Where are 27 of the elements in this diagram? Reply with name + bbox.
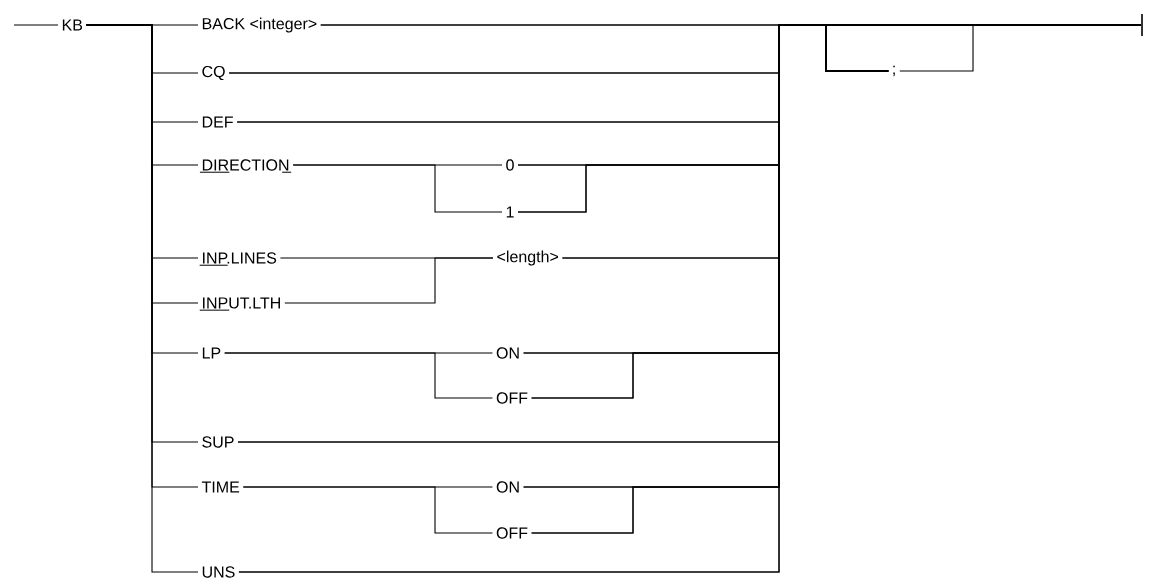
connector-line bbox=[238, 24, 889, 573]
syntax-keyword: DEF bbox=[202, 116, 233, 128]
syntax-keyword: INPUT.LTH bbox=[203, 297, 280, 309]
syntax-keyword: <length> bbox=[497, 250, 559, 266]
connector-line bbox=[284, 257, 494, 304]
syntax-keyword: INP.LINES bbox=[203, 252, 277, 264]
connector-line bbox=[85, 24, 199, 573]
syntax-keyword: ON bbox=[496, 347, 519, 359]
syntax-keyword: BACK <integer> bbox=[202, 17, 317, 33]
syntax-keyword: LP bbox=[202, 347, 221, 359]
connector-line bbox=[224, 352, 493, 399]
syntax-keyword: OFF bbox=[496, 392, 528, 404]
syntax-keyword: ON bbox=[496, 481, 519, 493]
syntax-keyword: TIME bbox=[201, 481, 240, 493]
syntax-keyword: UNS bbox=[202, 566, 235, 578]
connector-line bbox=[292, 164, 503, 213]
syntax-keyword: CQ bbox=[202, 65, 225, 81]
syntax-keyword: SUP bbox=[202, 436, 234, 448]
syntax-keyword: OFF bbox=[496, 527, 528, 539]
syntax-keyword: ; bbox=[893, 65, 895, 77]
syntax-keyword: 1 bbox=[506, 206, 514, 218]
syntax-keyword: KB bbox=[62, 19, 83, 31]
connector-line bbox=[242, 486, 493, 534]
syntax-keyword: DIRECTION bbox=[202, 159, 289, 171]
connector-line bbox=[13, 24, 59, 26]
connector-line bbox=[899, 24, 1142, 72]
syntax-keyword: 0 bbox=[506, 159, 514, 171]
